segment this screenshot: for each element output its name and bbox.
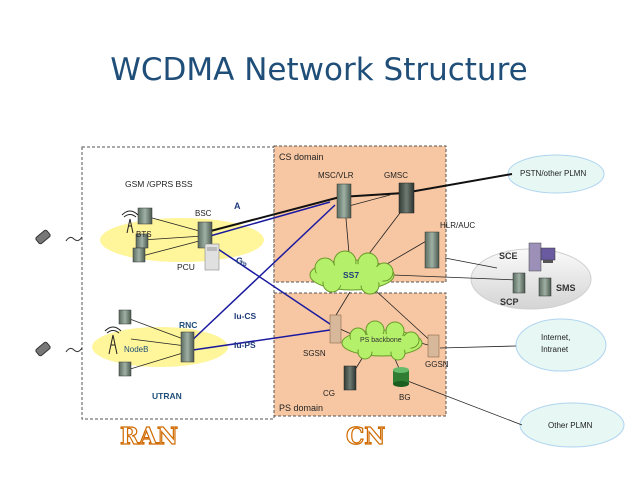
ps-domain-label: PS domain bbox=[279, 403, 323, 413]
gmsc-label: GMSC bbox=[384, 171, 408, 180]
gmsc-icon bbox=[398, 182, 415, 214]
internet-label-line1: Internet, bbox=[541, 333, 570, 342]
interface-gb-label: Gb bbox=[236, 256, 247, 268]
cg-label: CG bbox=[323, 389, 335, 398]
sgsn-label: SGSN bbox=[303, 349, 326, 358]
interface-lines bbox=[185, 201, 336, 352]
msc-vlr-label: MSC/VLR bbox=[318, 171, 354, 180]
sms-label: SMS bbox=[556, 283, 576, 293]
ps-backbone-label: PS backbone bbox=[360, 337, 402, 344]
sgsn-icon bbox=[329, 314, 342, 344]
interface-iups-label: Iu-PS bbox=[234, 340, 256, 350]
cs-domain-label: CS domain bbox=[279, 152, 324, 162]
ggsn-icon bbox=[427, 334, 440, 358]
ss7-label: SS7 bbox=[343, 270, 359, 280]
pstn-label: PSTN/other PLMN bbox=[520, 169, 586, 178]
scp-icon bbox=[512, 272, 526, 294]
interface-iucs-label: Iu-CS bbox=[234, 311, 257, 321]
page-title: WCDMA Network Structure bbox=[110, 52, 528, 88]
radio-wave-bottom-icon bbox=[65, 347, 83, 353]
msc-vlr-icon bbox=[336, 183, 352, 219]
internet-bubble bbox=[515, 318, 607, 372]
nodeb-label: NodeB bbox=[124, 345, 148, 354]
other-plmn-label: Other PLMN bbox=[548, 421, 593, 430]
other-plmn-bubble bbox=[519, 402, 625, 448]
bts-icon-bottom bbox=[132, 247, 146, 263]
utran-label: UTRAN bbox=[152, 391, 182, 401]
bts-icon-top bbox=[137, 207, 153, 225]
antenna-nodeb-icon bbox=[104, 326, 122, 355]
cn-big-label: CN bbox=[346, 423, 385, 450]
scp-label: SCP bbox=[500, 297, 519, 307]
pcu-icon bbox=[204, 243, 220, 271]
radio-wave-top-icon bbox=[65, 236, 83, 242]
ggsn-label: GGSN bbox=[425, 360, 449, 369]
ps-backbone-cloud bbox=[341, 320, 423, 361]
bg-router-icon bbox=[393, 367, 409, 387]
bts-label: BTS bbox=[136, 230, 152, 239]
antenna-bts-icon bbox=[121, 210, 139, 234]
umts-cell-ellipse bbox=[92, 327, 228, 367]
pcu-label: PCU bbox=[177, 262, 195, 272]
mobile-phone-top-icon bbox=[35, 229, 51, 245]
hlr-auc-label: HLR/AUC bbox=[440, 221, 475, 230]
bsc-label: BSC bbox=[195, 209, 212, 218]
sms-icon bbox=[538, 277, 552, 297]
ss7-cloud bbox=[309, 250, 395, 295]
sce-icon bbox=[528, 242, 556, 272]
mobile-phone-bottom-icon bbox=[35, 341, 51, 357]
ran-big-label: RAN bbox=[120, 423, 178, 450]
rnc-icon bbox=[180, 331, 195, 363]
nodeb-icon-top bbox=[118, 309, 132, 325]
sce-label: SCE bbox=[499, 251, 518, 261]
ran-box bbox=[81, 146, 275, 420]
internet-label-line2: Intranet bbox=[541, 345, 569, 354]
hlr-auc-icon bbox=[424, 231, 440, 269]
rnc-label: RNC bbox=[179, 320, 197, 330]
bg-label: BG bbox=[399, 393, 411, 402]
gsm-bss-label: GSM /GPRS BSS bbox=[125, 179, 193, 189]
cg-icon bbox=[343, 365, 357, 391]
interface-a-label: A bbox=[234, 201, 241, 211]
nodeb-icon-bottom bbox=[118, 361, 132, 377]
